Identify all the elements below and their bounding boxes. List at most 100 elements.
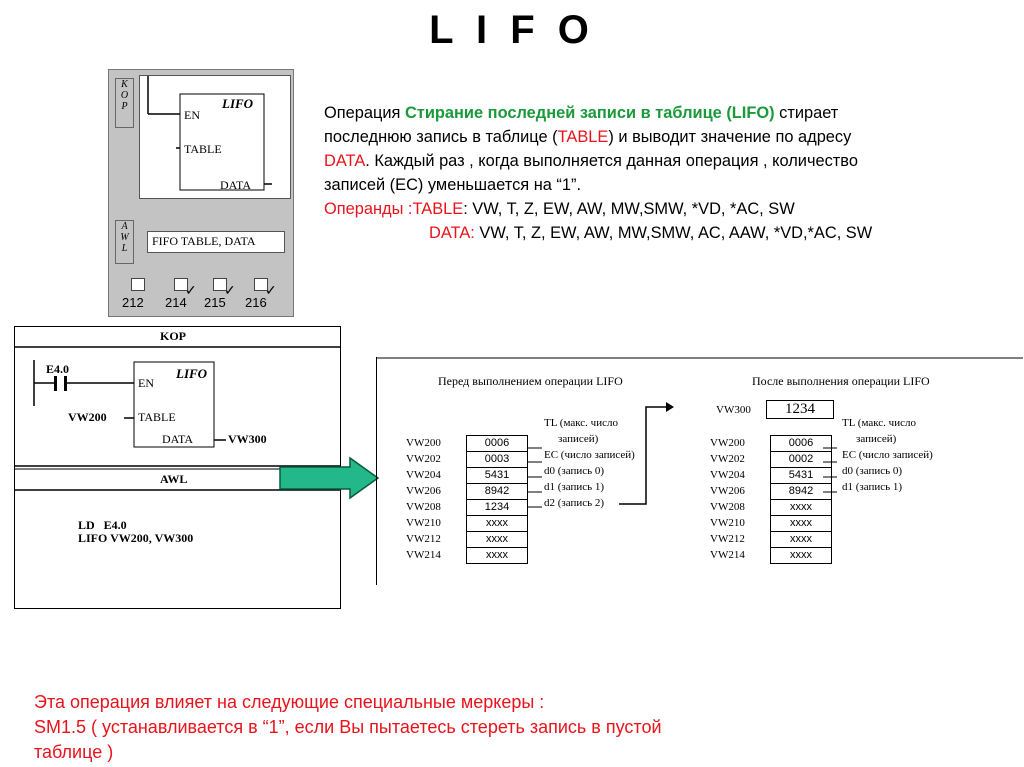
page-title: L I F O [429,8,595,52]
desc-text: ) и выводит значение по адресу [608,128,852,146]
check-icon: ✓ [185,282,197,298]
note-tl-2: записей) [558,433,599,445]
note-ec: EC (число записей) [544,449,635,461]
after-table: 0006 0002 5431 8942 xxxx xxxx xxxx xxxx [770,435,832,564]
operands-data-label: DATA: [429,224,475,242]
table-cell: xxxx [467,532,527,548]
table-cell: 8942 [467,484,527,500]
table-cell: 0006 [771,436,831,452]
table-cell: 0006 [467,436,527,452]
kop-section-header: KOP [160,329,186,343]
before-heading: Перед выполнением операции LIFO [438,374,623,388]
after-heading: После выполнения операции LIFO [752,374,930,388]
note-d1: d1 (запись 1) [842,481,903,493]
kop-pin-en: EN [184,108,200,122]
desc-text: Операция [324,104,405,122]
note-d0: d0 (запись 0) [842,465,903,477]
example-box-title: LIFO [176,366,208,381]
note-d1: d1 (запись 1) [544,481,605,493]
data-operand: VW300 [228,432,267,446]
example-pin-en: EN [138,376,154,390]
note-d0: d0 (запись 0) [544,465,605,477]
description: Операция Стирание последней записи в таб… [324,101,984,245]
desc-text: последнюю запись в таблице ( [324,128,558,146]
address-label: VW214 [710,549,745,561]
operands-table: : VW, T, Z, EW, AW, MW,SMW, *VD, *AC, SW [463,200,795,218]
before-table: 0006 0003 5431 8942 1234 xxxx xxxx xxxx [466,435,528,564]
awl-statement: FIFO TABLE, DATA [152,234,256,248]
awl-section-header: AWL [160,472,188,486]
kop-pin-table: TABLE [184,142,222,156]
note-tl: TL (макс. число [842,417,916,429]
kop-pin-data: DATA [220,178,252,192]
kop-box-title: LIFO [222,96,254,111]
address-label: VW202 [406,453,441,465]
table-cell: xxxx [771,516,831,532]
table-cell: xxxx [771,500,831,516]
kop-box-lines [147,76,272,191]
table-cell: 8942 [771,484,831,500]
check-icon: ✓ [265,282,277,298]
contact-label: E4.0 [46,362,70,376]
note-tl: TL (макс. число [544,417,618,429]
cpu-214-checkbox[interactable] [174,278,188,291]
check-icon: ✓ [224,282,236,298]
vw300-value: 1234 [766,400,834,419]
awl-editor: FIFO TABLE, DATA [147,231,285,253]
note-line-1: Эта операция влияет на следующие специал… [34,692,545,712]
note-line-3: таблице ) [34,742,114,762]
operation-name: Стирание последней записи в таблице (LIF… [404,104,775,122]
cpu-212-checkbox[interactable] [131,278,145,291]
address-label: VW214 [406,549,441,561]
operands-data: VW, T, Z, EW, AW, MW,SMW, AC, AAW, *VD,*… [474,224,873,242]
desc-keyword: DATA [324,152,366,170]
table-cell: xxxx [486,549,508,561]
table-cell: 0002 [771,452,831,468]
arrow-right-icon [279,456,380,500]
table-cell: 5431 [771,468,831,484]
vw300-label: VW300 [716,404,751,416]
address-label: VW200 [710,437,745,449]
note-tl-2: записей) [856,433,897,445]
note-line-2: SM1.5 ( устанавливается в “1”, если Вы п… [34,717,662,737]
before-notes: TL (макс. число записей) EC (число запис… [544,415,635,511]
address-label: VW212 [710,533,745,545]
special-markers-note: Эта операция влияет на следующие специал… [34,690,1014,765]
cpu-215-label: 215 [204,295,226,310]
table-cell: 0003 [467,452,527,468]
table-cell: xxxx [467,516,527,532]
address-label: VW206 [406,485,441,497]
cpu-216-checkbox[interactable] [254,278,268,291]
after-address-column: VW200 VW202 VW204 VW206 VW208 VW210 VW21… [710,435,745,563]
address-label: VW200 [406,437,441,449]
cpu-216-label: 216 [245,295,267,310]
address-label: VW208 [710,501,745,513]
kop-editor: LIFO EN TABLE DATA [139,75,291,199]
note-ec: EC (число записей) [842,449,933,461]
address-label: VW212 [406,533,441,545]
cpu-214-label: 214 [165,295,187,310]
before-address-column: VW200 VW202 VW204 VW206 VW208 VW210 VW21… [406,435,441,563]
example-pin-table: TABLE [138,410,176,424]
desc-text: . Каждый раз , когда выполняется данная … [365,152,858,170]
desc-keyword: TABLE [557,128,609,146]
lifo-example: Перед выполнением операции LIFO VW200 VW… [376,357,1024,587]
cpu-212-label: 212 [122,295,144,310]
desc-text: записей (EC) уменьшается на “1”. [324,176,581,194]
awl-line-1: LD E4.0 [78,518,127,532]
address-label: VW208 [406,501,441,513]
note-d2: d2 (запись 2) [544,497,605,509]
table-cell: 1234 [467,500,527,516]
table-cell: 5431 [467,468,527,484]
after-notes: TL (макс. число записей) EC (число запис… [842,415,933,495]
address-label: VW204 [710,469,745,481]
table-cell: xxxx [790,549,812,561]
table-cell: xxxx [771,532,831,548]
cpu-215-checkbox[interactable] [213,278,227,291]
lifo-example-lines [376,357,1023,585]
example-pin-data: DATA [162,432,194,446]
address-label: VW202 [710,453,745,465]
